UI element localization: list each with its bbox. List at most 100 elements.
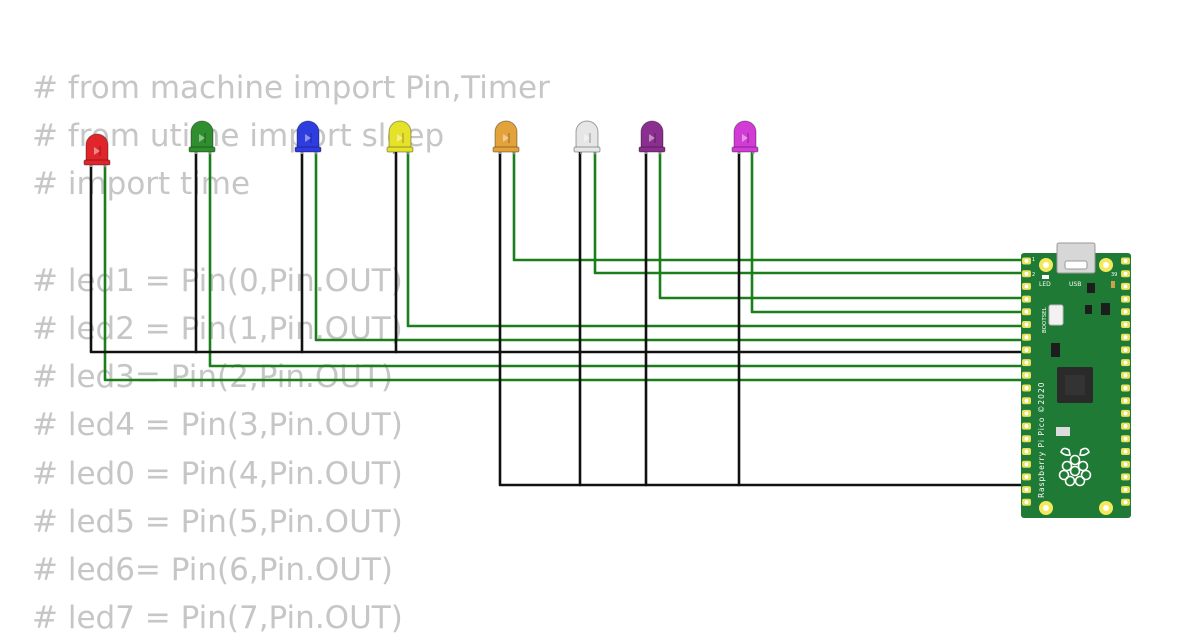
pin-39-label: 39 (1111, 272, 1117, 278)
mounting-hole-bl-inner (1043, 505, 1049, 511)
led-highlight (649, 134, 655, 142)
pin-hole (1123, 259, 1128, 263)
led-rim (638, 146, 666, 153)
pin-hole (1024, 436, 1029, 441)
signal-wire-1[interactable] (208, 151, 1032, 368)
pico-pin-headers (1022, 257, 1130, 506)
usb-connector-slot (1064, 260, 1088, 270)
signal-wire-3[interactable] (406, 151, 1032, 328)
led-rim (731, 146, 759, 153)
pin-hole (1024, 284, 1029, 289)
pin-hole (1123, 335, 1128, 340)
led-highlight (584, 134, 590, 142)
led-blue[interactable] (294, 120, 322, 155)
pin-hole (1024, 259, 1029, 263)
led-body (190, 120, 214, 151)
pin-hole (1024, 411, 1029, 416)
ground-wire-12[interactable] (498, 151, 1122, 487)
led-rim (573, 146, 601, 153)
pin-hole (1024, 309, 1029, 314)
led-rim (492, 146, 520, 153)
pin-2-label: 2 (1032, 272, 1035, 278)
component-4 (1051, 343, 1060, 357)
signal-wire-2[interactable] (314, 151, 1032, 342)
pin-hole (1024, 424, 1029, 429)
pin-hole (1123, 360, 1128, 365)
code-line: # led0 = Pin(4,Pin.OUT) (32, 455, 403, 492)
led-highlight (503, 134, 509, 142)
pin-hole (1123, 373, 1128, 378)
code-line: # import time (32, 166, 251, 203)
led-body (640, 120, 664, 151)
leds-layer (83, 120, 759, 168)
signal-wire-5[interactable] (593, 151, 1032, 275)
raspberry-logo-icon (1058, 447, 1092, 487)
component-1 (1087, 283, 1095, 293)
bootsel-label: BOOTSEL (1042, 306, 1048, 333)
led-white[interactable] (573, 120, 601, 155)
pin-hole (1024, 449, 1029, 454)
led-body (575, 120, 599, 151)
mounting-hole-tl-inner (1043, 262, 1049, 268)
pin-hole (1024, 398, 1029, 403)
pin-hole (1024, 335, 1029, 340)
pin-hole (1123, 462, 1128, 467)
signal-wire-4[interactable] (512, 151, 1032, 262)
pin-hole (1123, 411, 1128, 416)
signal-wire-7[interactable] (750, 151, 1032, 314)
led-magenta[interactable] (731, 120, 759, 155)
pin-hole (1024, 347, 1029, 352)
pin-1-label: 1 (1032, 257, 1035, 263)
led-yellow[interactable] (386, 120, 414, 155)
pin-hole (1123, 398, 1128, 403)
pin-hole (1123, 347, 1128, 352)
signal-wire-6[interactable] (658, 151, 1032, 300)
wires-layer (89, 151, 1122, 487)
pin-hole (1123, 271, 1128, 276)
code-line: # led4 = Pin(3,Pin.OUT) (32, 407, 403, 444)
led-highlight (94, 147, 100, 155)
board-silkscreen: Raspberry Pi Pico ©2020 (1037, 382, 1046, 499)
pin-hole (1024, 297, 1029, 302)
signal-wire-0[interactable] (103, 164, 1032, 382)
pin-hole (1024, 322, 1029, 327)
led-rim (294, 146, 322, 153)
led-purple[interactable] (638, 120, 666, 155)
led-red[interactable] (83, 133, 111, 168)
bootsel-button[interactable] (1048, 304, 1064, 326)
raspberry-pi-pico-board[interactable]: USB LED 1 2 39 BOOTSEL Raspberry Pi Pico… (1021, 242, 1131, 518)
led-body (296, 120, 320, 151)
led-rim (83, 159, 111, 166)
led-highlight (199, 134, 205, 142)
led-body (733, 120, 757, 151)
pin-hole (1123, 449, 1128, 454)
pin-hole (1123, 297, 1128, 302)
pin-hole (1024, 474, 1029, 479)
component-3 (1085, 305, 1092, 314)
component-2 (1101, 303, 1110, 315)
pin-hole (1024, 500, 1029, 505)
pin-hole (1123, 386, 1128, 390)
pin-hole (1024, 386, 1029, 390)
component-5 (1111, 281, 1115, 288)
pin-hole (1123, 309, 1128, 314)
mounting-hole-br-inner (1103, 505, 1109, 511)
led-orange[interactable] (492, 120, 520, 155)
pin-hole (1123, 322, 1128, 327)
pin-hole (1123, 500, 1128, 505)
usb-label: USB (1069, 281, 1081, 288)
led-label: LED (1039, 281, 1051, 288)
rp2040-chip-mark (1065, 375, 1085, 395)
pin-hole (1024, 373, 1029, 378)
pin-hole (1024, 487, 1029, 492)
led-green[interactable] (188, 120, 216, 155)
ground-wire-8[interactable] (89, 164, 1032, 354)
pin-hole (1123, 487, 1128, 492)
pin-hole (1024, 360, 1029, 365)
pin-hole (1123, 474, 1128, 479)
pin-hole (1024, 462, 1029, 467)
led-body (85, 133, 109, 164)
code-line: # led6= Pin(6,Pin.OUT) (32, 551, 393, 588)
led-highlight (397, 134, 403, 142)
